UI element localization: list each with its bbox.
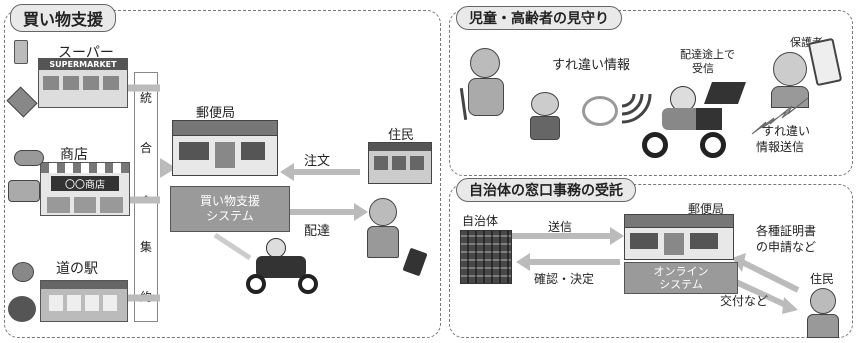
consolidation-char-1: 統 bbox=[139, 91, 152, 106]
right-post-office-label: 郵便局 bbox=[688, 202, 725, 216]
shopping-support-system-box: 買い物支援 システム bbox=[170, 186, 290, 232]
issue-label: 交付など bbox=[720, 294, 769, 308]
delivery-label: 配達 bbox=[304, 224, 331, 239]
michinoeki-building bbox=[40, 280, 128, 322]
delivery-receive-line-2: 受信 bbox=[692, 62, 714, 75]
consolidation-char-4: 集 bbox=[139, 240, 152, 255]
confirm-label: 確認・決定 bbox=[534, 272, 595, 286]
send-line-2: 情報送信 bbox=[756, 140, 805, 154]
left-post-office-building bbox=[172, 120, 278, 178]
left-resident-label: 住民 bbox=[388, 128, 415, 143]
delivery-motorbike bbox=[244, 238, 322, 298]
consolidation-char-2: 合 bbox=[139, 140, 152, 155]
right-post-office-building bbox=[624, 214, 734, 260]
wireless-tag-icon bbox=[582, 96, 618, 126]
apple-icon bbox=[8, 296, 36, 322]
shop-building: 〇〇商店 bbox=[40, 162, 130, 216]
child-figure bbox=[528, 92, 562, 140]
right-resident-label: 住民 bbox=[810, 272, 835, 286]
guardian-figure bbox=[770, 52, 810, 108]
right-resident-figure bbox=[806, 288, 840, 338]
vegetable-icon bbox=[12, 262, 34, 282]
supermarket-label: スーパー bbox=[58, 45, 114, 61]
signal-waves-icon bbox=[621, 93, 652, 124]
send-label: 送信 bbox=[548, 220, 573, 234]
shopping-support-panel bbox=[4, 10, 441, 338]
system-line-1: 買い物支援 bbox=[199, 194, 260, 208]
left-post-office-label: 郵便局 bbox=[196, 106, 236, 121]
supermarket-building: SUPERMARKET bbox=[38, 58, 128, 108]
application-line-2: の申請など bbox=[756, 240, 817, 254]
elderly-resident-figure bbox=[366, 198, 400, 258]
delivery-rider-figure bbox=[640, 86, 730, 166]
bread-icon bbox=[14, 150, 44, 166]
lightning-icon bbox=[751, 97, 809, 135]
resident-house bbox=[368, 142, 432, 184]
system-line-2: システム bbox=[206, 209, 254, 223]
online-system-box: オンライン システム bbox=[624, 262, 738, 294]
municipality-label: 自治体 bbox=[462, 214, 499, 228]
order-label: 注文 bbox=[304, 154, 331, 169]
application-line-1: 各種証明書 bbox=[756, 224, 817, 238]
elderly-with-cane-figure bbox=[459, 48, 510, 121]
send-line-1: すれ違い bbox=[762, 124, 811, 138]
shopping-support-title: 買い物支援 bbox=[10, 4, 117, 32]
counter-service-title: 自治体の窓口事務の受託 bbox=[456, 178, 636, 202]
online-line-2: システム bbox=[659, 278, 703, 291]
watching-panel bbox=[449, 10, 853, 176]
delivery-receive-line-1: 配達途上で bbox=[680, 48, 735, 61]
passing-info-label: すれ違い情報 bbox=[552, 58, 631, 73]
shopping-bag-icon bbox=[14, 40, 28, 64]
supermarket-sign: SUPERMARKET bbox=[39, 59, 127, 70]
municipality-building bbox=[460, 230, 512, 284]
counter-service-panel bbox=[449, 184, 853, 338]
watching-title: 児童・高齢者の見守り bbox=[456, 6, 622, 30]
shop-label: 商店 bbox=[60, 147, 88, 163]
michinoeki-label: 道の駅 bbox=[56, 261, 98, 277]
shop-sign: 〇〇商店 bbox=[51, 176, 119, 191]
produce-basket-icon bbox=[8, 180, 40, 202]
online-line-1: オンライン bbox=[653, 265, 709, 278]
